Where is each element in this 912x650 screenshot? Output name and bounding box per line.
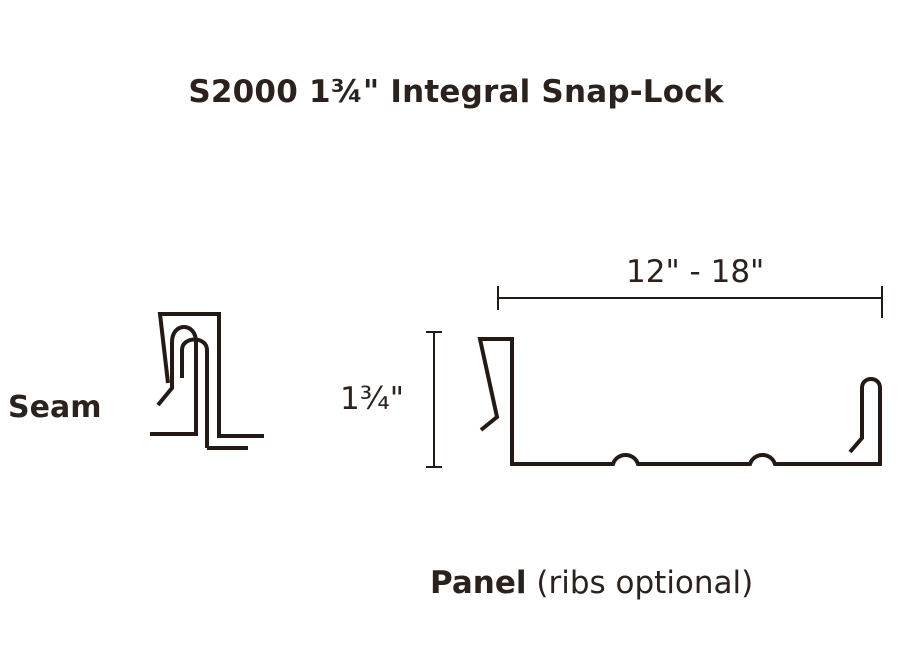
- seam-profile: [150, 312, 264, 450]
- panel-width-dimension-label: 12" - 18": [626, 254, 765, 290]
- seam-outer-cap: [157, 312, 264, 438]
- panel-height-dimension-label: 1¾": [340, 381, 405, 417]
- panel-caption-bold: Panel: [430, 565, 527, 601]
- panel-caption-rest: (ribs optional): [526, 565, 754, 601]
- seam-inner-leg: [150, 325, 198, 436]
- width-dimension-line: [497, 286, 883, 318]
- panel-outline: [477, 337, 882, 466]
- height-dimension-line: [426, 331, 442, 468]
- seam-snap-hook: [180, 337, 209, 448]
- seam-label: Seam: [8, 390, 102, 425]
- diagram-title: S2000 1¾" Integral Snap-Lock: [188, 74, 724, 110]
- panel-profile: [477, 337, 882, 466]
- panel-caption: Panel (ribs optional): [430, 565, 753, 601]
